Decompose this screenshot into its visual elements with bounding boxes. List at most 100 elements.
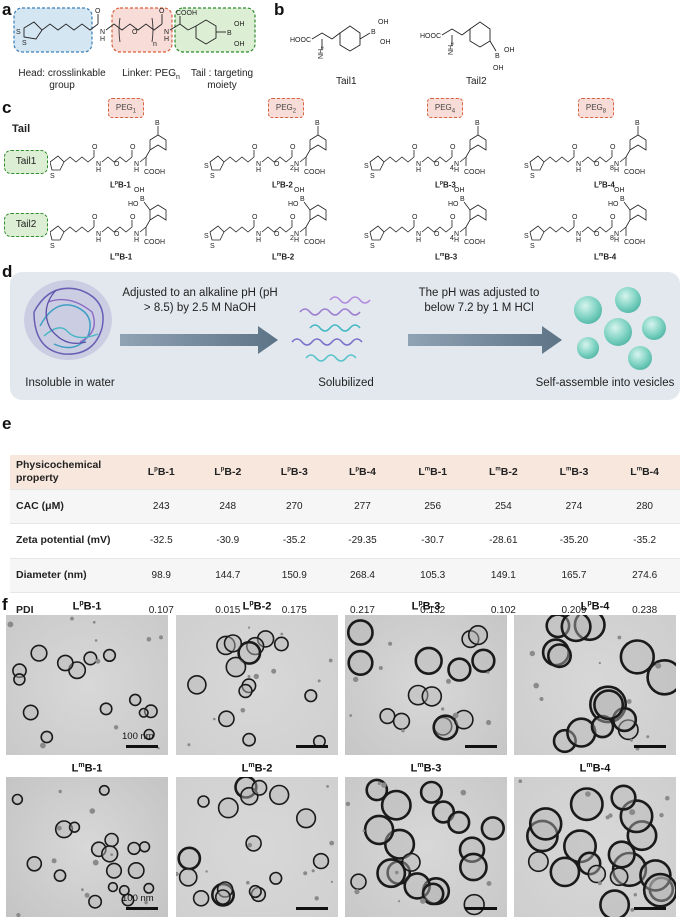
svg-text:N: N <box>614 161 619 168</box>
vesicle-particle <box>216 635 236 656</box>
panel-letter-c: c <box>2 98 12 117</box>
svg-text:H: H <box>294 237 299 244</box>
tem-micrograph <box>176 777 338 917</box>
speckle <box>630 908 635 912</box>
vesicle-particle <box>560 615 592 643</box>
vesicle-particle <box>269 871 283 885</box>
properties-table: Physicochemical property LpB-1 LpB-2 LpB… <box>10 455 680 627</box>
vesicle-particle <box>215 889 231 905</box>
scale-bar-label: 100 nm <box>122 731 154 742</box>
vesicle-particle <box>100 845 119 863</box>
vesicle-particle <box>347 649 374 677</box>
row-label: CAC (μM) <box>10 488 128 524</box>
tem-title: LpB-1 <box>72 600 102 613</box>
vesicle-particle <box>609 867 629 887</box>
svg-text:S: S <box>530 173 535 180</box>
tail2-label: Tail2 <box>466 76 487 87</box>
table-cell: 268.4 <box>327 557 398 593</box>
svg-text:COOH: COOH <box>144 169 165 176</box>
tail-box <box>174 7 256 53</box>
speckle <box>629 809 636 816</box>
vesicle-particle <box>88 894 103 909</box>
compound-label-lmb1: LmB-1 <box>110 252 133 262</box>
svg-text:O: O <box>252 144 258 151</box>
speckle <box>95 658 101 664</box>
panel-letter-e: e <box>2 414 12 433</box>
vesicle-particle <box>577 851 602 876</box>
svg-text:H: H <box>164 36 169 43</box>
tail2-box: Tail2 <box>4 213 48 237</box>
table-cell: -35.2 <box>261 523 328 558</box>
svg-text:OH: OH <box>378 19 389 26</box>
panel-c-structures: SSONHOONHCOOHBHOOHSSONHO2ONHCOOHBHOOHSSO… <box>50 120 647 250</box>
svg-text:B: B <box>315 120 320 127</box>
speckle <box>110 853 114 856</box>
svg-text:S: S <box>370 243 375 250</box>
table-cell: 254 <box>468 488 539 524</box>
vesicle-particle <box>363 814 395 846</box>
step2-text: The pH was adjusted to below 7.2 by 1 M … <box>418 287 540 314</box>
vesicle-particle <box>421 686 443 707</box>
speckle <box>486 671 490 674</box>
svg-text:COOH: COOH <box>464 169 485 176</box>
speckle <box>626 699 632 704</box>
vesicle-particle <box>273 636 289 652</box>
svg-text:S: S <box>210 243 215 250</box>
header-col: LmB-3 <box>538 455 610 489</box>
tem-title: LpB-3 <box>411 600 441 613</box>
panel-d-svg <box>24 280 666 370</box>
vesicle-particle <box>593 689 625 721</box>
speckle <box>395 870 399 875</box>
svg-text:H: H <box>454 167 459 174</box>
speckle <box>330 880 333 883</box>
speckle <box>247 675 251 678</box>
svg-text:H: H <box>134 167 139 174</box>
svg-text:O: O <box>434 161 440 168</box>
vesicle-particle <box>237 640 262 665</box>
speckle <box>92 859 99 866</box>
speckle <box>378 666 383 670</box>
svg-text:8: 8 <box>610 165 614 172</box>
header-col: LpB-1 <box>128 455 195 489</box>
speckle <box>144 900 148 905</box>
vesicle-particle <box>587 864 607 884</box>
header-col: LpB-4 <box>327 455 398 489</box>
tem-micrograph <box>345 615 507 755</box>
speckle <box>7 621 14 628</box>
vesicle-particle <box>376 858 407 889</box>
header-col: LmB-4 <box>609 455 680 489</box>
svg-text:O: O <box>610 144 616 151</box>
svg-text:B: B <box>495 53 500 60</box>
speckle <box>317 679 321 683</box>
svg-text:S: S <box>364 163 369 170</box>
vesicle-particle <box>467 625 489 646</box>
svg-text:N: N <box>96 161 101 168</box>
vesicle-particle <box>251 779 268 796</box>
svg-text:H: H <box>576 167 581 174</box>
svg-text:N: N <box>614 231 619 238</box>
compound-label-lpb4: LpB-4 <box>594 180 615 190</box>
tem-micrograph: 100 nm <box>6 615 168 755</box>
scale-bar <box>465 745 497 748</box>
peg-box-1: PEG1 <box>108 98 144 118</box>
svg-text:OH: OH <box>614 187 625 194</box>
speckle <box>646 735 650 739</box>
vesicle-particle <box>225 656 247 678</box>
speckle <box>159 635 163 640</box>
svg-text:2: 2 <box>290 165 294 172</box>
svg-text:COOH: COOH <box>624 169 645 176</box>
speckle <box>659 813 664 818</box>
vesicle-particle <box>619 639 656 675</box>
svg-text:HOOC: HOOC <box>420 33 441 40</box>
solubilized-peptides-icon <box>291 296 371 362</box>
speckle <box>311 869 315 873</box>
panel-a-scheme: S S O N H O n O N H COOH B OH OH Head: c… <box>12 6 262 94</box>
speckle <box>446 678 451 684</box>
speckle <box>92 620 96 624</box>
svg-text:COOH: COOH <box>464 239 485 246</box>
svg-text:N: N <box>164 29 169 36</box>
speckle <box>247 842 253 848</box>
panel-b-svg: HOOC NH₂ B OH OH HOOC NH₂ B OH OH <box>290 19 515 72</box>
vesicle-particle <box>13 673 26 686</box>
tem-title: LmB-2 <box>241 762 273 775</box>
